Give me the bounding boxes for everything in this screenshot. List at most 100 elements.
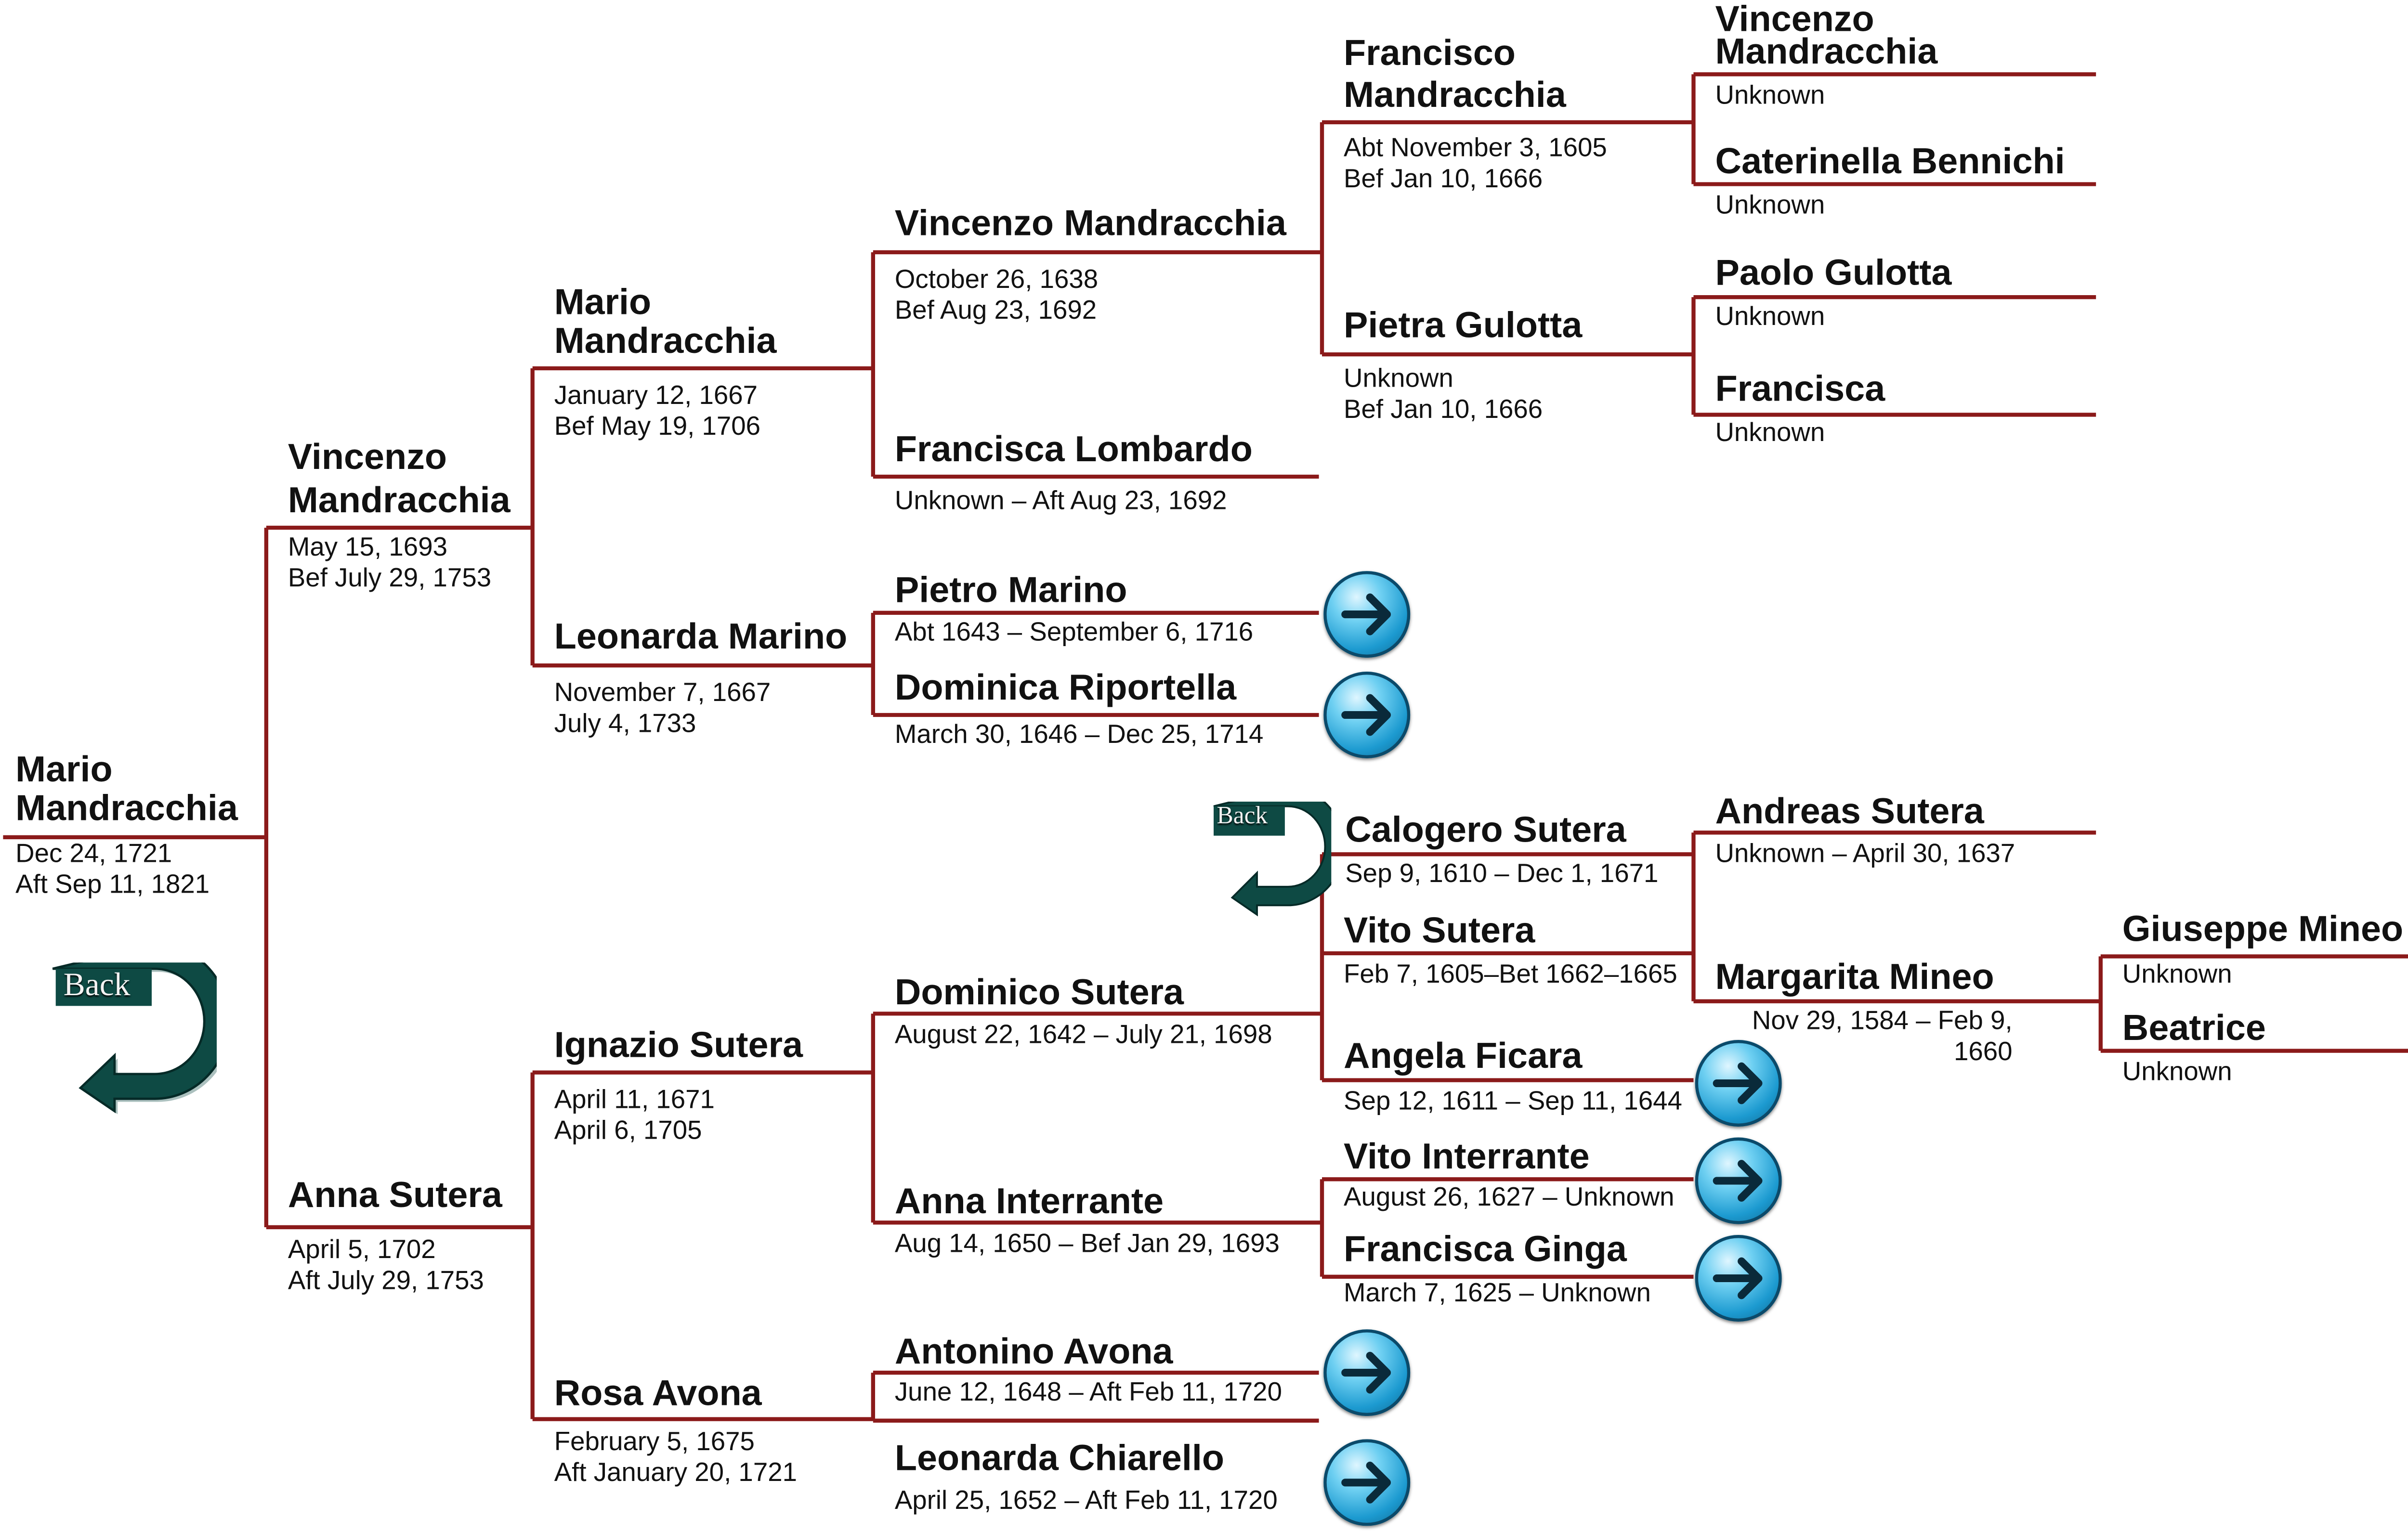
person-g3x5[interactable]: Angela Ficara Sep 12, 1611 – Sep 11, 164… (1344, 1035, 1682, 1117)
person-name: Andreas Sutera (1715, 791, 1984, 831)
navigate-arrow-francisca-ginga[interactable] (1695, 1235, 1782, 1322)
person-name: Anna Interrante (894, 1181, 1164, 1221)
right-arrow-icon (1341, 1461, 1391, 1504)
person-name: Mario Mandracchia (15, 749, 238, 828)
person-dates: Nov 29, 1584 – Feb 9, 1660 (1752, 1006, 2013, 1066)
person-name: Dominica Riportella (894, 667, 1237, 707)
person-dates: Unknown – Aft Aug 23, 1692 (894, 486, 1227, 516)
person-name: Margarita Mineo (1715, 956, 1994, 997)
navigate-arrow-pietro-marino[interactable] (1323, 571, 1411, 658)
person-name: Mario Mandracchia (554, 282, 777, 361)
person-g5x1[interactable]: Giuseppe Mineo Unknown (2122, 908, 2404, 990)
person-gg7[interactable]: Antonino Avona June 12, 1648 – Aft Feb 1… (894, 1331, 1282, 1408)
person-dates: Unknown – April 30, 1637 (1715, 839, 2015, 869)
person-g3x1[interactable]: Francisco Mandracchia Abt November 3, 16… (1344, 33, 1607, 194)
person-dates: Unknown (2122, 1057, 2232, 1087)
person-dates: Feb 7, 1605–Bet 1662–1665 (1344, 959, 1677, 989)
person-g4x1[interactable]: Vincenzo Mandracchia Unknown (1715, 0, 1938, 110)
person-g3x4[interactable]: Vito Sutera Feb 7, 1605–Bet 1662–1665 (1344, 911, 1677, 989)
person-gg1[interactable]: Vincenzo Mandracchia October 26, 1638 Be… (895, 204, 1286, 325)
person-name: Pietra Gulotta (1344, 305, 1583, 345)
person-dates: November 7, 1667 July 4, 1733 (554, 677, 771, 738)
person-name: Paolo Gulotta (1715, 252, 1952, 293)
person-name: Leonarda Marino (554, 616, 848, 656)
back-label: Back (63, 965, 131, 1003)
person-name: Antonino Avona (894, 1331, 1173, 1371)
person-maternal-grandfather[interactable]: Ignazio Sutera April 11, 1671 April 6, 1… (554, 1024, 803, 1145)
person-dates: Abt 1643 – September 6, 1716 (894, 617, 1254, 647)
person-g3x3[interactable]: Calogero Sutera Sep 9, 1610 – Dec 1, 167… (1345, 809, 1659, 889)
back-button-secondary[interactable]: Back (1207, 787, 1345, 919)
navigate-arrow-angela-ficara[interactable] (1695, 1040, 1782, 1127)
person-name: Francisca Ginga (1344, 1229, 1627, 1269)
back-button-main[interactable]: Back (46, 943, 233, 1117)
person-dates: August 22, 1642 – July 21, 1698 (894, 1020, 1272, 1050)
person-dates: April 5, 1702 Aft July 29, 1753 (288, 1235, 484, 1295)
person-mother[interactable]: Anna Sutera April 5, 1702 Aft July 29, 1… (288, 1174, 502, 1296)
person-name: Vincenzo Mandracchia (894, 203, 1286, 243)
person-name: Leonarda Chiarello (894, 1438, 1225, 1478)
person-gg5[interactable]: Dominico Sutera August 22, 1642 – July 2… (894, 972, 1272, 1050)
person-gg8[interactable]: Leonarda Chiarello April 25, 1652 – Aft … (895, 1439, 1278, 1516)
person-name: Rosa Avona (554, 1373, 762, 1413)
person-name: Dominico Sutera (894, 972, 1184, 1013)
person-name: Francisco Mandracchia (1344, 32, 1566, 115)
back-label: Back (1217, 803, 1268, 830)
person-dates: Sep 12, 1611 – Sep 11, 1644 (1344, 1086, 1682, 1116)
right-arrow-icon (1341, 593, 1391, 636)
person-dates: Unknown (2122, 959, 2232, 989)
person-g5x2[interactable]: Beatrice Unknown (2122, 1007, 2266, 1087)
person-g4x4[interactable]: Francisca Unknown (1715, 369, 1885, 448)
person-gg4[interactable]: Dominica Riportella March 30, 1646 – Dec… (894, 667, 1264, 750)
person-gg3[interactable]: Pietro Marino Abt 1643 – September 6, 17… (894, 569, 1254, 648)
person-dates: Unknown (1715, 417, 1825, 447)
navigate-arrow-vito-interrante[interactable] (1695, 1137, 1782, 1224)
person-dates: May 15, 1693 Bef July 29, 1753 (288, 532, 492, 592)
person-dates: Unknown (1715, 190, 1825, 220)
person-dates: April 11, 1671 April 6, 1705 (554, 1085, 715, 1144)
person-name: Vito Interrante (1344, 1136, 1590, 1176)
person-dates: Unknown Bef Jan 10, 1666 (1344, 364, 1543, 424)
person-name: Vincenzo Mandracchia (288, 436, 510, 520)
person-name: Vito Sutera (1344, 910, 1535, 950)
person-name: Beatrice (2122, 1007, 2266, 1048)
person-name: Angela Ficara (1344, 1035, 1583, 1076)
person-g4x5[interactable]: Andreas Sutera Unknown – April 30, 1637 (1715, 792, 2015, 869)
navigate-arrow-dominica-riportella[interactable] (1323, 672, 1411, 759)
person-paternal-grandmother[interactable]: Leonarda Marino November 7, 1667 July 4,… (554, 616, 848, 739)
person-name: Francisca Lombardo (894, 428, 1253, 469)
right-arrow-icon (1341, 694, 1391, 736)
person-g3x6[interactable]: Vito Interrante August 26, 1627 – Unknow… (1344, 1136, 1675, 1213)
person-g3x7[interactable]: Francisca Ginga March 7, 1625 – Unknown (1344, 1230, 1651, 1308)
person-name: Anna Sutera (288, 1174, 502, 1215)
person-g4x3[interactable]: Paolo Gulotta Unknown (1715, 252, 1952, 332)
person-g4x6[interactable]: Margarita Mineo Nov 29, 1584 – Feb 9, 16… (1715, 956, 2013, 1066)
person-g4x2[interactable]: Caterinella Bennichi Unknown (1715, 142, 2065, 221)
person-name: Calogero Sutera (1345, 809, 1626, 850)
person-dates: October 26, 1638 Bef Aug 23, 1692 (894, 264, 1099, 325)
person-name: Vincenzo Mandracchia (1715, 0, 1938, 71)
person-dates: August 26, 1627 – Unknown (1344, 1182, 1675, 1212)
person-dates: Dec 24, 1721 Aft Sep 11, 1821 (15, 839, 210, 898)
person-dates: Abt November 3, 1605 Bef Jan 10, 1666 (1344, 133, 1607, 193)
person-gg6[interactable]: Anna Interrante Aug 14, 1650 – Bef Jan 2… (894, 1181, 1280, 1259)
person-dates: March 30, 1646 – Dec 25, 1714 (894, 719, 1264, 749)
navigate-arrow-antonino-avona[interactable] (1323, 1329, 1411, 1416)
person-name: Giuseppe Mineo (2122, 908, 2404, 949)
person-paternal-grandfather[interactable]: Mario Mandracchia January 12, 1667 Bef M… (554, 283, 777, 441)
right-arrow-icon (1713, 1160, 1763, 1202)
person-g3x2[interactable]: Pietra Gulotta Unknown Bef Jan 10, 1666 (1344, 306, 1582, 424)
curved-back-arrow-icon (52, 943, 233, 1115)
person-root[interactable]: Mario Mandracchia Dec 24, 1721 Aft Sep 1… (15, 749, 238, 899)
right-arrow-icon (1713, 1257, 1763, 1299)
person-dates: Sep 9, 1610 – Dec 1, 1671 (1345, 858, 1659, 889)
person-maternal-grandmother[interactable]: Rosa Avona February 5, 1675 Aft January … (554, 1374, 797, 1487)
person-name: Pietro Marino (894, 569, 1127, 610)
person-gg2[interactable]: Francisca Lombardo Unknown – Aft Aug 23,… (894, 428, 1253, 516)
person-dates: Unknown (1715, 80, 1825, 110)
person-father[interactable]: Vincenzo Mandracchia May 15, 1693 Bef Ju… (288, 435, 510, 593)
person-name: Ignazio Sutera (554, 1024, 803, 1065)
navigate-arrow-leonarda-chiarello[interactable] (1323, 1439, 1411, 1526)
